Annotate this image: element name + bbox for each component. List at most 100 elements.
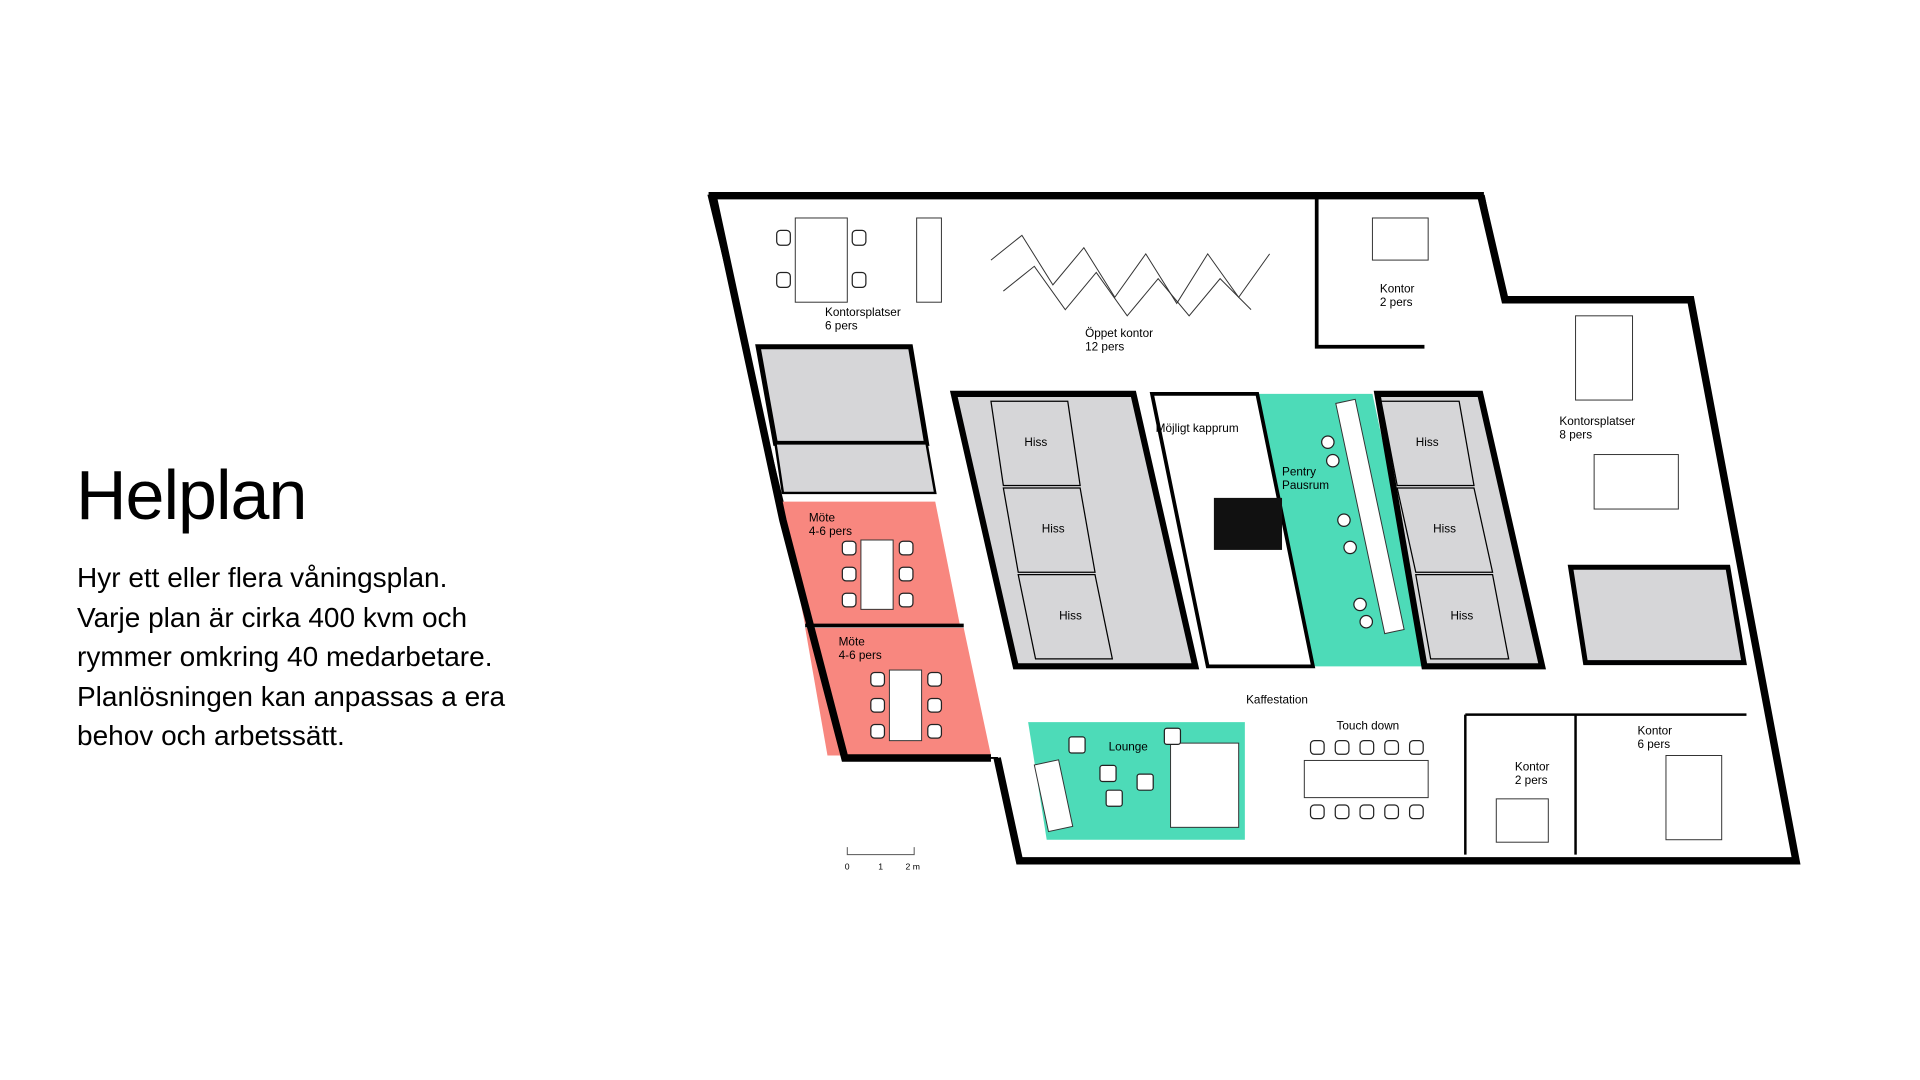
- description: Hyr ett eller flera våningsplan. Varje p…: [77, 558, 505, 756]
- scale-tick: 2 m: [906, 861, 920, 871]
- description-line: rymmer omkring 40 medarbetare.: [77, 641, 493, 673]
- room-label: Hiss: [1024, 436, 1047, 449]
- page-title: Helplan: [76, 456, 307, 534]
- room-label: Möte: [839, 635, 866, 648]
- room-label: Kontorsplatser: [1559, 415, 1635, 428]
- chair: [1408, 804, 1424, 820]
- stool: [1359, 614, 1374, 629]
- wall: [709, 197, 991, 762]
- stair-top-left: [755, 344, 930, 446]
- room-label: 2 pers: [1380, 296, 1413, 309]
- description-line: Planlösningen kan anpassas a era: [77, 680, 506, 712]
- room-label: Öppet kontor: [1085, 327, 1153, 340]
- desk: [1593, 454, 1679, 510]
- armchair: [1099, 764, 1117, 783]
- room-label: Kontor: [1637, 724, 1672, 737]
- chair: [898, 592, 914, 608]
- wall: [1314, 198, 1425, 349]
- chair: [1334, 740, 1350, 755]
- armchair: [1068, 736, 1086, 754]
- room-label: Hiss: [1416, 436, 1439, 449]
- room-label: Hiss: [1042, 523, 1065, 536]
- elevator-car: [1002, 487, 1096, 573]
- room-label: 8 pers: [1559, 428, 1592, 441]
- table: [1303, 759, 1429, 799]
- stool: [1321, 435, 1335, 449]
- desk: [1371, 217, 1429, 261]
- room-label: 6 pers: [825, 319, 858, 332]
- chair: [1408, 740, 1424, 755]
- armchair: [1163, 727, 1182, 745]
- stair-landing: [774, 442, 937, 495]
- description-line: Varje plan är cirka 400 kvm och: [77, 601, 468, 633]
- table: [888, 669, 923, 742]
- armchair: [1105, 789, 1123, 807]
- elevator-car: [1017, 574, 1114, 660]
- chair: [870, 697, 886, 713]
- room-label: Touch down: [1337, 719, 1400, 732]
- elevator-car: [990, 400, 1081, 487]
- room-label: 6 pers: [1637, 738, 1670, 751]
- chair: [1309, 740, 1325, 755]
- chair: [898, 566, 914, 582]
- chair: [1359, 740, 1375, 755]
- chair: [870, 671, 886, 687]
- room-label: 2 pers: [1515, 774, 1548, 787]
- room-label: Kontor: [1515, 760, 1550, 773]
- stool: [1325, 453, 1340, 468]
- elevator-car: [1415, 574, 1510, 660]
- scale-tick: 1: [878, 861, 883, 871]
- room-label: Hiss: [1059, 609, 1082, 622]
- shaft: [1213, 497, 1283, 550]
- chair: [776, 229, 791, 246]
- room-label: Kontor: [1380, 282, 1415, 295]
- desk: [916, 217, 942, 303]
- counter: [1335, 398, 1405, 635]
- room-label: Kaffestation: [1246, 693, 1308, 706]
- chair: [1384, 740, 1400, 755]
- room-label: Lounge: [1109, 741, 1149, 754]
- room-label: Hiss: [1433, 523, 1456, 536]
- scale-tick: 0: [845, 861, 850, 871]
- chair: [1384, 804, 1400, 820]
- zigzag-desks: [990, 234, 1271, 317]
- stool: [1343, 540, 1357, 555]
- chair: [851, 271, 867, 288]
- stool: [1353, 597, 1367, 612]
- table: [860, 539, 894, 610]
- armchair: [1136, 773, 1154, 791]
- room-label: Hiss: [1450, 609, 1473, 622]
- chair: [841, 540, 857, 556]
- room-label: 12 pers: [1085, 341, 1124, 354]
- description-line: Hyr ett eller flera våningsplan.: [77, 562, 448, 593]
- scale-bar: 0 1 2 m: [845, 847, 920, 871]
- room-label: Pentry: [1282, 466, 1316, 479]
- desk: [1665, 755, 1723, 841]
- elevator-car: [1380, 400, 1475, 487]
- stair-right: [1567, 564, 1747, 666]
- description-line: behov och arbetssätt.: [77, 720, 345, 752]
- chair: [870, 723, 886, 739]
- sofa: [1033, 759, 1074, 833]
- room-label: Möjligt kapprum: [1156, 422, 1239, 435]
- room-label: 4-6 pers: [809, 525, 852, 538]
- chair: [851, 229, 867, 246]
- chair: [1334, 804, 1350, 820]
- chair: [927, 723, 943, 739]
- room-label: 4-6 pers: [839, 649, 882, 662]
- sofa: [1170, 742, 1240, 828]
- desk: [1495, 798, 1549, 843]
- elevator-car: [1396, 487, 1494, 573]
- desk: [794, 217, 848, 303]
- chair: [927, 697, 943, 713]
- room-label: Pausrum: [1282, 479, 1329, 492]
- chair: [927, 671, 943, 687]
- room-label: Kontorsplatser: [825, 306, 901, 319]
- chair: [841, 566, 857, 582]
- chair: [776, 271, 791, 288]
- chair: [1359, 804, 1375, 820]
- chair: [1309, 804, 1325, 820]
- wall: [993, 197, 1801, 865]
- chair: [898, 540, 914, 556]
